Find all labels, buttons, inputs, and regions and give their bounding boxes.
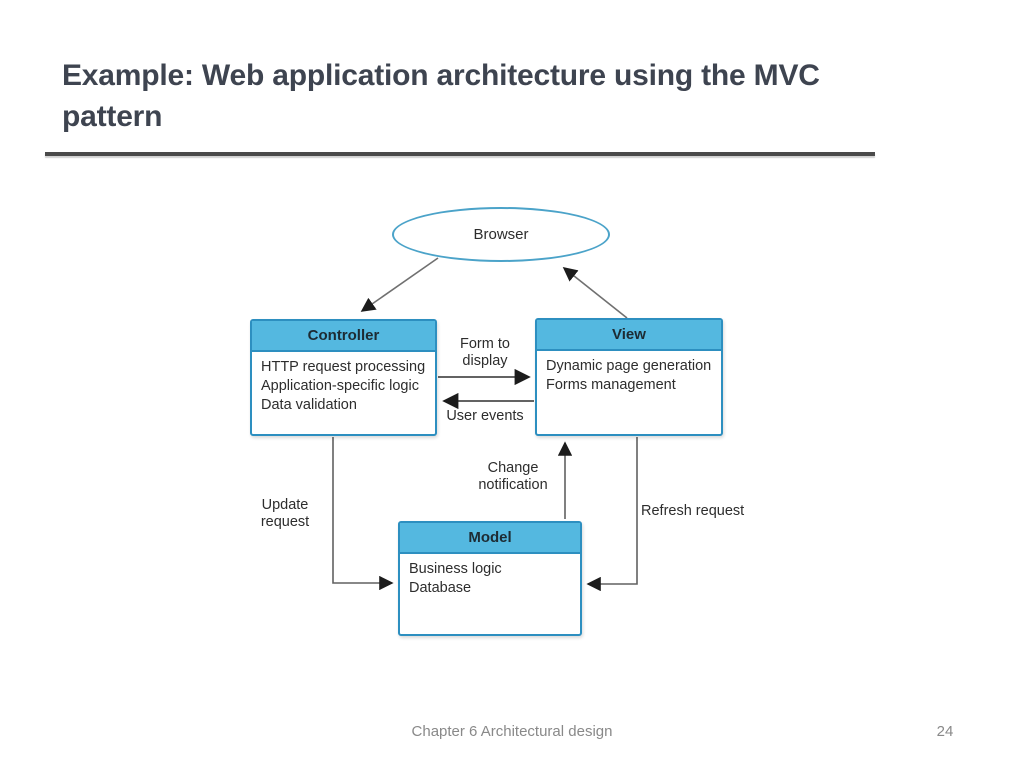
- browser-node-label: Browser: [473, 226, 529, 243]
- model-box-body: Business logic Database: [409, 561, 502, 596]
- view-box-title: View: [537, 320, 721, 351]
- browser-node: Browser: [392, 207, 610, 262]
- arrow-browser-to-controller: [360, 257, 439, 312]
- view-box-body: Dynamic page generation Forms management: [546, 358, 712, 393]
- model-box-title: Model: [400, 523, 580, 554]
- controller-box: Controller HTTP request processing Appli…: [250, 319, 437, 436]
- slide-footer: Chapter 6 Architectural design: [411, 723, 613, 740]
- view-box: View Dynamic page generation Forms manag…: [535, 318, 723, 436]
- edge-label-form-to-display: Form to display: [460, 336, 510, 369]
- arrow-view-to-model-refresh-request: [586, 437, 638, 592]
- model-box: Model Business logic Database: [398, 521, 582, 636]
- edge-label-update-request: Update request: [260, 497, 310, 530]
- title-rule: [45, 152, 875, 156]
- arrow-controller-to-model-update-request: [332, 437, 394, 591]
- slide-title: Example: Web application architecture us…: [62, 59, 820, 133]
- edge-label-refresh-request: Refresh request: [641, 503, 745, 519]
- controller-box-body: HTTP request processing Application-spec…: [261, 359, 426, 413]
- edge-label-change-notification: Change notification: [478, 460, 548, 493]
- controller-box-title: Controller: [252, 321, 435, 352]
- edge-label-user-events: User events: [446, 408, 524, 424]
- arrow-view-to-browser: [562, 267, 628, 319]
- slide-page-number: 24: [936, 723, 954, 740]
